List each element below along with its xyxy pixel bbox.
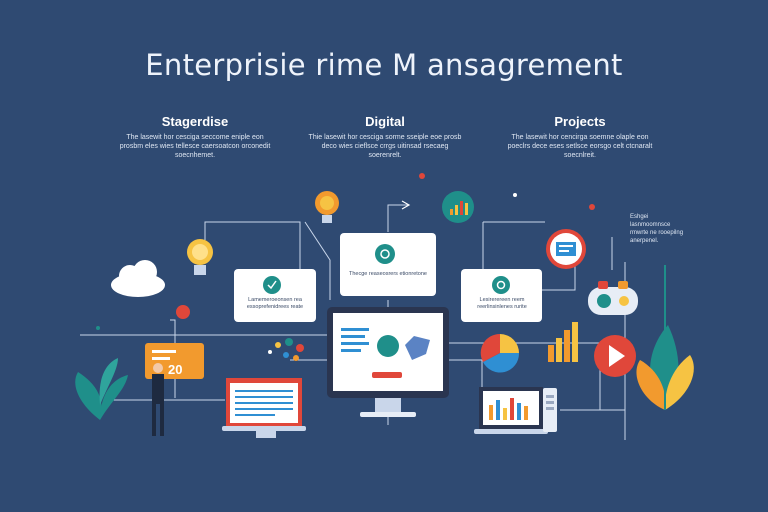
column-text: Thie lasewit hor cesciga sorme sseiple e… [308, 134, 462, 159]
dot-decoration [513, 193, 517, 197]
dots-cluster [268, 338, 304, 361]
card-icon-left [234, 269, 316, 322]
monitor-icon [327, 307, 449, 417]
leaf-icon-right [636, 265, 694, 410]
column-digital: Digital Thie lasewit hor cesciga sorme s… [305, 114, 465, 160]
bar-chart-icon [548, 322, 578, 362]
gamepad-icon [588, 281, 638, 315]
lightbulb-icon-top [315, 191, 339, 223]
column-stagerdise: Stagerdise The lasewit hor cesciga secco… [115, 114, 275, 160]
dot-decoration [589, 204, 595, 210]
laptop-icon-left [222, 378, 306, 438]
dot-decoration [96, 326, 100, 330]
pie-chart-icon [480, 333, 520, 373]
card-left-text: Lamemeroeonsen rea essoprefenidrees reat… [246, 297, 304, 310]
play-icon [594, 335, 636, 377]
page-title: Enterprisie rime M ansagrement [145, 48, 623, 82]
lightbulb-icon-left [187, 239, 213, 275]
column-text: The lasewit hor cesciga seccome eniple e… [119, 134, 271, 159]
badge-value: 20 [168, 362, 183, 377]
column-projects: Projects The lasewit hor cencirga soemne… [500, 114, 660, 160]
person-icon [152, 363, 164, 436]
column-heading: Stagerdise [161, 114, 229, 129]
bar-chart-icon-top [442, 191, 474, 223]
column-heading: Projects [554, 114, 606, 129]
card-center-text: Thecge reaseosrers etionretone [349, 271, 427, 277]
arrow-icon [401, 200, 411, 210]
alert-icon [176, 305, 190, 319]
leaf-icon-left [75, 358, 128, 420]
card-icon-center [340, 233, 436, 296]
laptop-icon-right [474, 387, 557, 434]
card-right-text: Lesirerereen reem reerlinsinlenes rurite [477, 297, 527, 310]
column-heading: Digital [365, 114, 405, 129]
dot-decoration [419, 173, 425, 179]
cloud-icon [111, 260, 165, 297]
side-note: Eshgei lasnmoomnsce rmwrte ne rooepilng … [630, 214, 684, 244]
image-icon-badge [546, 229, 586, 269]
column-text: The lasewit hor cencirga soemne olaple e… [507, 134, 653, 159]
card-icon-right [461, 269, 542, 322]
